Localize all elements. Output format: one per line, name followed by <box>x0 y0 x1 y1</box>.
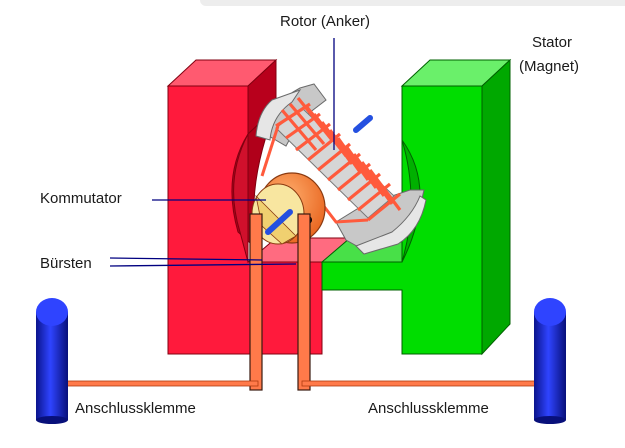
label-terminal-left: Anschlussklemme <box>75 400 196 417</box>
label-rotor: Rotor (Anker) <box>280 13 370 30</box>
shaft-front <box>265 209 293 235</box>
terminal-post-right <box>534 298 566 424</box>
label-terminal-right: Anschlussklemme <box>368 400 489 417</box>
top-border-strip <box>200 0 625 6</box>
shaft-end <box>353 115 373 133</box>
label-stator-magnet: (Magnet) <box>519 58 579 75</box>
label-stator: Stator <box>532 34 572 51</box>
commutator-disc <box>251 172 326 245</box>
carbon-brushes <box>249 213 311 391</box>
terminal-post-left <box>36 298 68 424</box>
label-buersten: Bürsten <box>40 255 92 272</box>
label-kommutator: Kommutator <box>40 190 122 207</box>
leader-lines <box>109 38 335 267</box>
